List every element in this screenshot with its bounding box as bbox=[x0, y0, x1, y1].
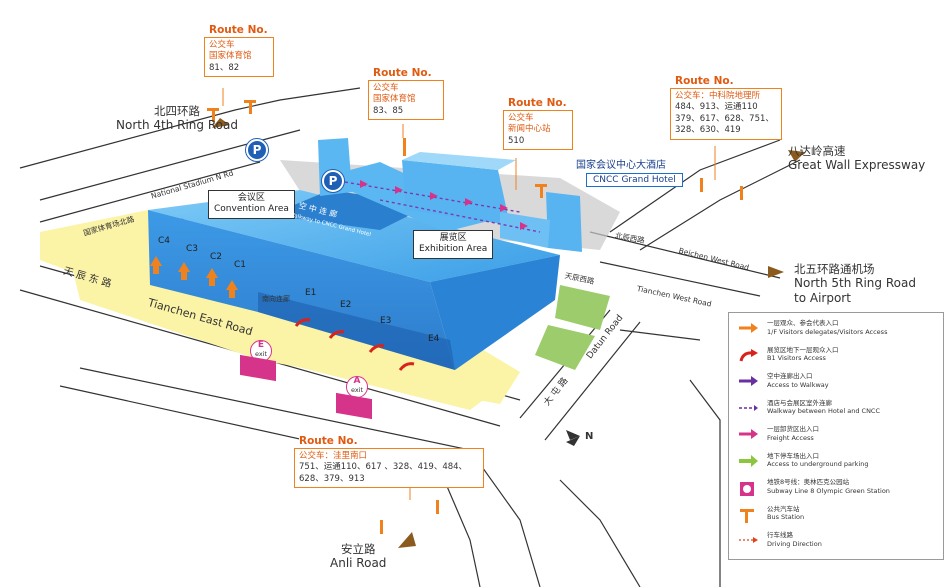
e-gate-arrows bbox=[294, 318, 415, 371]
exit-a-badge: A exit bbox=[346, 376, 368, 398]
hotel-tower bbox=[546, 192, 582, 252]
legend-text-cn: 地下停车场出入口 bbox=[767, 451, 819, 460]
route-title: Route No. bbox=[209, 23, 268, 38]
green-parking-2 bbox=[535, 325, 595, 370]
compass bbox=[566, 430, 580, 446]
legend-text-cn: 地铁8号线：奥林匹克公园站 bbox=[767, 478, 850, 486]
route-box-2: Route No. 公交车 国家体育馆 83、85 bbox=[368, 66, 444, 121]
tower-mid bbox=[402, 160, 510, 225]
route-title: Route No. bbox=[373, 66, 432, 81]
hall-c1: C1 bbox=[234, 260, 247, 270]
hall-e4: E4 bbox=[428, 334, 440, 344]
road-north-4th: 北四环路 North 4th Ring Road bbox=[116, 104, 238, 133]
legend-text-cn: 酒店与会展区室外连廊 bbox=[767, 398, 832, 407]
legend-text-cn: 展览区地下一层观众入口 bbox=[767, 345, 839, 354]
subway-exit-a: A exit bbox=[336, 376, 382, 420]
legend-text-en: Access to underground parking bbox=[767, 460, 869, 469]
driving-arrows bbox=[212, 118, 805, 548]
legend-text-cn: 一层观众、参会代表入口 bbox=[767, 319, 839, 327]
label-hotel: 国家会议中心大酒店 CNCC Grand Hotel bbox=[576, 156, 683, 187]
yellow-ground-southeast bbox=[255, 310, 490, 410]
c-gate-arrows bbox=[150, 256, 238, 298]
label-exhibition-area: 展览区 Exhibition Area bbox=[413, 230, 494, 259]
legend-text-cn: 空中连廊出入口 bbox=[767, 372, 813, 380]
parking-icon-2: P bbox=[322, 170, 344, 192]
green-parking-1 bbox=[555, 285, 610, 330]
road-north-5th: 北五环路通机场 North 5th Ring Road to Airport bbox=[794, 262, 916, 306]
bus-stops bbox=[207, 100, 743, 534]
parking-icon-1: P bbox=[246, 139, 268, 161]
hall-e3: E3 bbox=[380, 316, 392, 326]
road-great-wall: 八达岭高速 Great Wall Expressway bbox=[788, 144, 926, 173]
road-anli: 安立路 Anli Road bbox=[330, 542, 387, 571]
route-box-1: Route No. 公交车 国家体育馆 81、82 bbox=[204, 23, 274, 78]
route-title: Route No. bbox=[299, 434, 358, 449]
hall-c2: C2 bbox=[210, 252, 223, 262]
hall-e1: E1 bbox=[305, 288, 317, 298]
legend-text-cn: 公共汽车站 bbox=[767, 504, 800, 513]
subway-icon bbox=[336, 392, 372, 420]
subway-exit-e: E exit bbox=[236, 340, 282, 382]
legend-text-cn: 行车线路 bbox=[767, 531, 793, 539]
route-box-4: Route No. 公交车：中科院地理所 484、913、运通110 379、6… bbox=[670, 74, 782, 140]
hall-c3: C3 bbox=[186, 244, 199, 254]
legend-text-en: 1/F Visitors delegates/Visitors Access bbox=[767, 327, 888, 336]
legend-text-cn: 一层卸货区出入口 bbox=[767, 425, 819, 433]
legend-text-en: Subway Line 8 Olympic Green Station bbox=[767, 486, 890, 495]
hall-e2: E2 bbox=[340, 300, 352, 310]
label-convention-area: 会议区 Convention Area bbox=[208, 190, 295, 219]
legend-text-en: Access to Walkway bbox=[767, 380, 829, 389]
legend-text-en: Bus Station bbox=[767, 513, 805, 522]
legend-text-en: Freight Access bbox=[767, 433, 814, 442]
tower-mid-top bbox=[402, 152, 516, 170]
compass-label: N bbox=[585, 431, 594, 442]
route-title: Route No. bbox=[508, 96, 567, 111]
magenta-arrows bbox=[360, 180, 528, 230]
label-south-hall: 南向连廊 bbox=[262, 295, 290, 303]
legend-text-en: Driving Direction bbox=[767, 539, 822, 548]
route-title: Route No. bbox=[675, 74, 734, 89]
legend-text-en: Walkway between Hotel and CNCC bbox=[767, 407, 881, 416]
hall-c4: C4 bbox=[158, 236, 171, 246]
legend-text-en: B1 Visitors Access bbox=[767, 354, 826, 363]
route-box-5: Route No. 公交车：洼里南口 751、运通110、617 、328、41… bbox=[294, 434, 484, 489]
hotel-wing bbox=[500, 212, 550, 248]
main-building bbox=[148, 190, 560, 370]
route-box-3: Route No. 公交车 新闻中心站 510 bbox=[503, 96, 573, 151]
